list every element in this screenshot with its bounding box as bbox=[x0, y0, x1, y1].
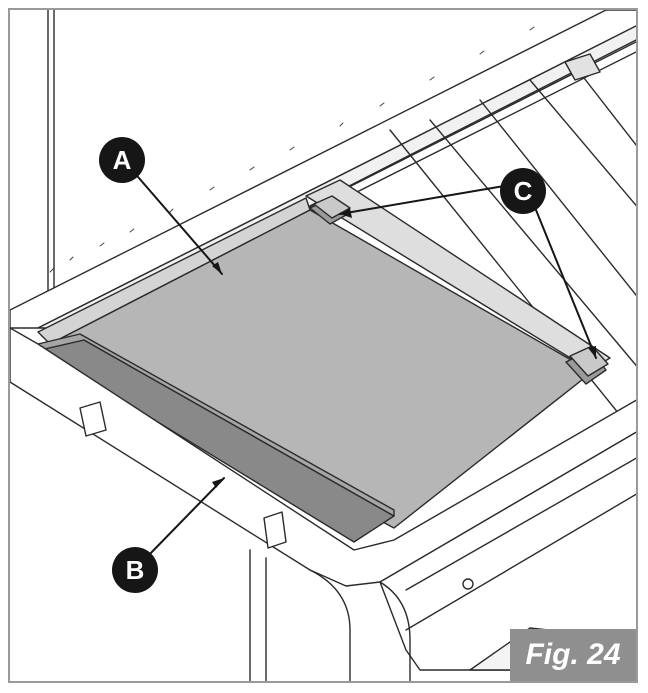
cabinet-line-2 bbox=[405, 493, 636, 631]
front-tab-left bbox=[79, 401, 107, 437]
clip-front-top bbox=[569, 345, 609, 377]
arrow-b bbox=[212, 478, 224, 488]
arrow-c-front bbox=[588, 346, 596, 358]
leader-c-rear bbox=[339, 185, 505, 215]
front-frame bbox=[10, 327, 636, 587]
arrow-a bbox=[212, 262, 222, 274]
assembly-illustration bbox=[10, 10, 636, 681]
callout-b: B bbox=[112, 547, 158, 593]
rail-speckles bbox=[49, 26, 535, 273]
callout-a: A bbox=[99, 137, 145, 183]
left-cabinet-curve bbox=[309, 569, 351, 681]
figure-caption: Fig. 24 bbox=[510, 629, 636, 681]
top-right-bracket bbox=[564, 53, 601, 81]
leader-b bbox=[145, 477, 225, 559]
leader-c-front bbox=[535, 209, 597, 359]
left-cabinet-curve-2 bbox=[379, 581, 411, 681]
interior-line-1 bbox=[389, 129, 636, 437]
tray-back-lip bbox=[305, 179, 611, 371]
arrow-c-rear bbox=[340, 208, 352, 218]
callout-c: C bbox=[500, 168, 546, 214]
top-rail bbox=[10, 10, 636, 329]
figure-frame: A B C Fig. 24 bbox=[8, 8, 638, 683]
cabinet-screw bbox=[462, 578, 474, 590]
cabinet-line-1 bbox=[405, 457, 636, 591]
front-tab-right bbox=[263, 511, 287, 549]
interior-line-3 bbox=[479, 99, 636, 297]
interior-line-4 bbox=[529, 79, 636, 207]
leader-a bbox=[131, 169, 223, 275]
interior-line-2 bbox=[429, 119, 636, 367]
